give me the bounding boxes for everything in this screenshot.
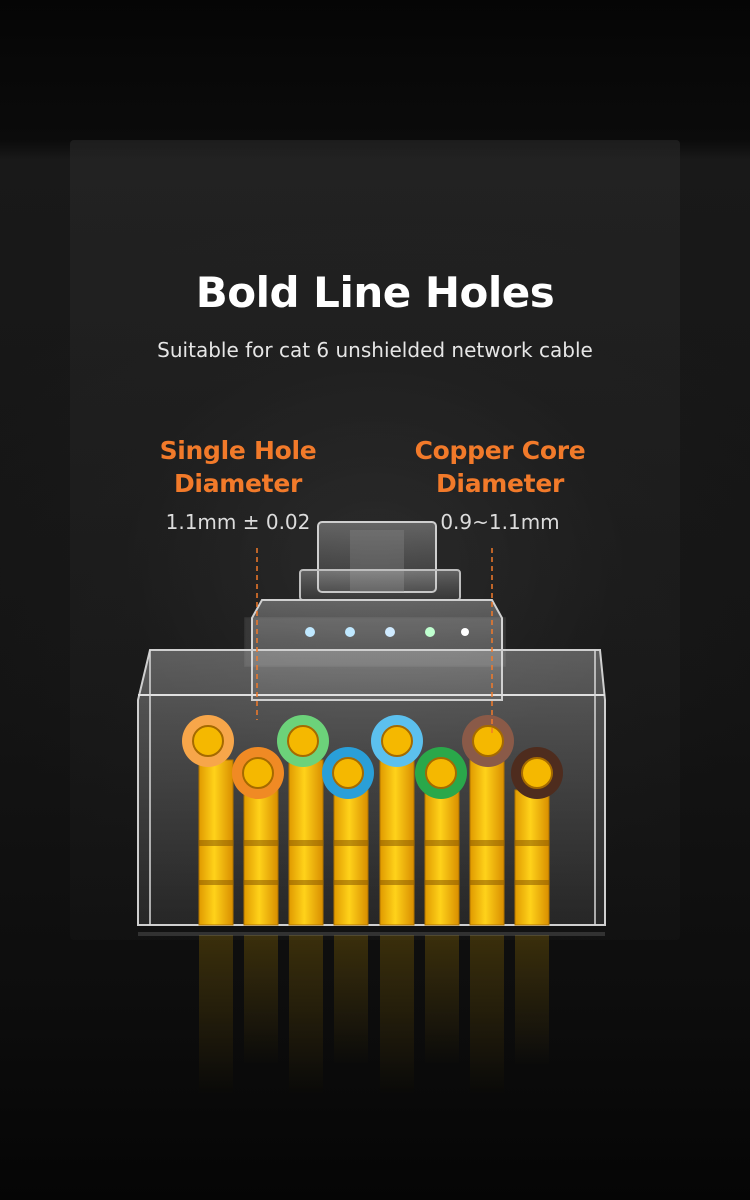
single-hole-value: 1.1mm ± 0.02 bbox=[165, 510, 311, 534]
wire-brown-white bbox=[462, 715, 514, 767]
copper-core-label-line2: Diameter bbox=[435, 469, 565, 498]
floor-reflection bbox=[138, 932, 605, 1095]
copper-core-label-line1: Copper Core bbox=[414, 436, 586, 465]
wire-orange bbox=[232, 747, 284, 799]
gold-pin bbox=[514, 789, 550, 926]
gold-pin bbox=[424, 789, 460, 926]
gold-pin bbox=[243, 789, 279, 926]
copper-core-label: Copper Core Diameter bbox=[395, 434, 605, 500]
wire-green bbox=[415, 747, 467, 799]
wire-ends bbox=[182, 715, 563, 799]
wire-orange-white bbox=[182, 715, 234, 767]
copper-core-value: 0.9~1.1mm bbox=[440, 510, 560, 534]
wire-brown bbox=[511, 747, 563, 799]
wire-blue bbox=[322, 747, 374, 799]
gold-pin bbox=[333, 789, 369, 926]
wire-green-white bbox=[277, 715, 329, 767]
single-hole-callout: Single Hole Diameter 1.1mm ± 0.02 bbox=[138, 434, 338, 534]
single-hole-label: Single Hole Diameter bbox=[138, 434, 338, 500]
latch-tab bbox=[299, 521, 461, 601]
single-hole-label-line2: Diameter bbox=[173, 469, 303, 498]
copper-core-callout: Copper Core Diameter 0.9~1.1mm bbox=[395, 434, 605, 534]
single-hole-label-line1: Single Hole bbox=[159, 436, 317, 465]
wire-blue-white bbox=[371, 715, 423, 767]
gold-pins bbox=[198, 759, 550, 926]
page-title: Bold Line Holes bbox=[195, 268, 555, 317]
page-subtitle: Suitable for cat 6 unshielded network ca… bbox=[157, 338, 593, 362]
